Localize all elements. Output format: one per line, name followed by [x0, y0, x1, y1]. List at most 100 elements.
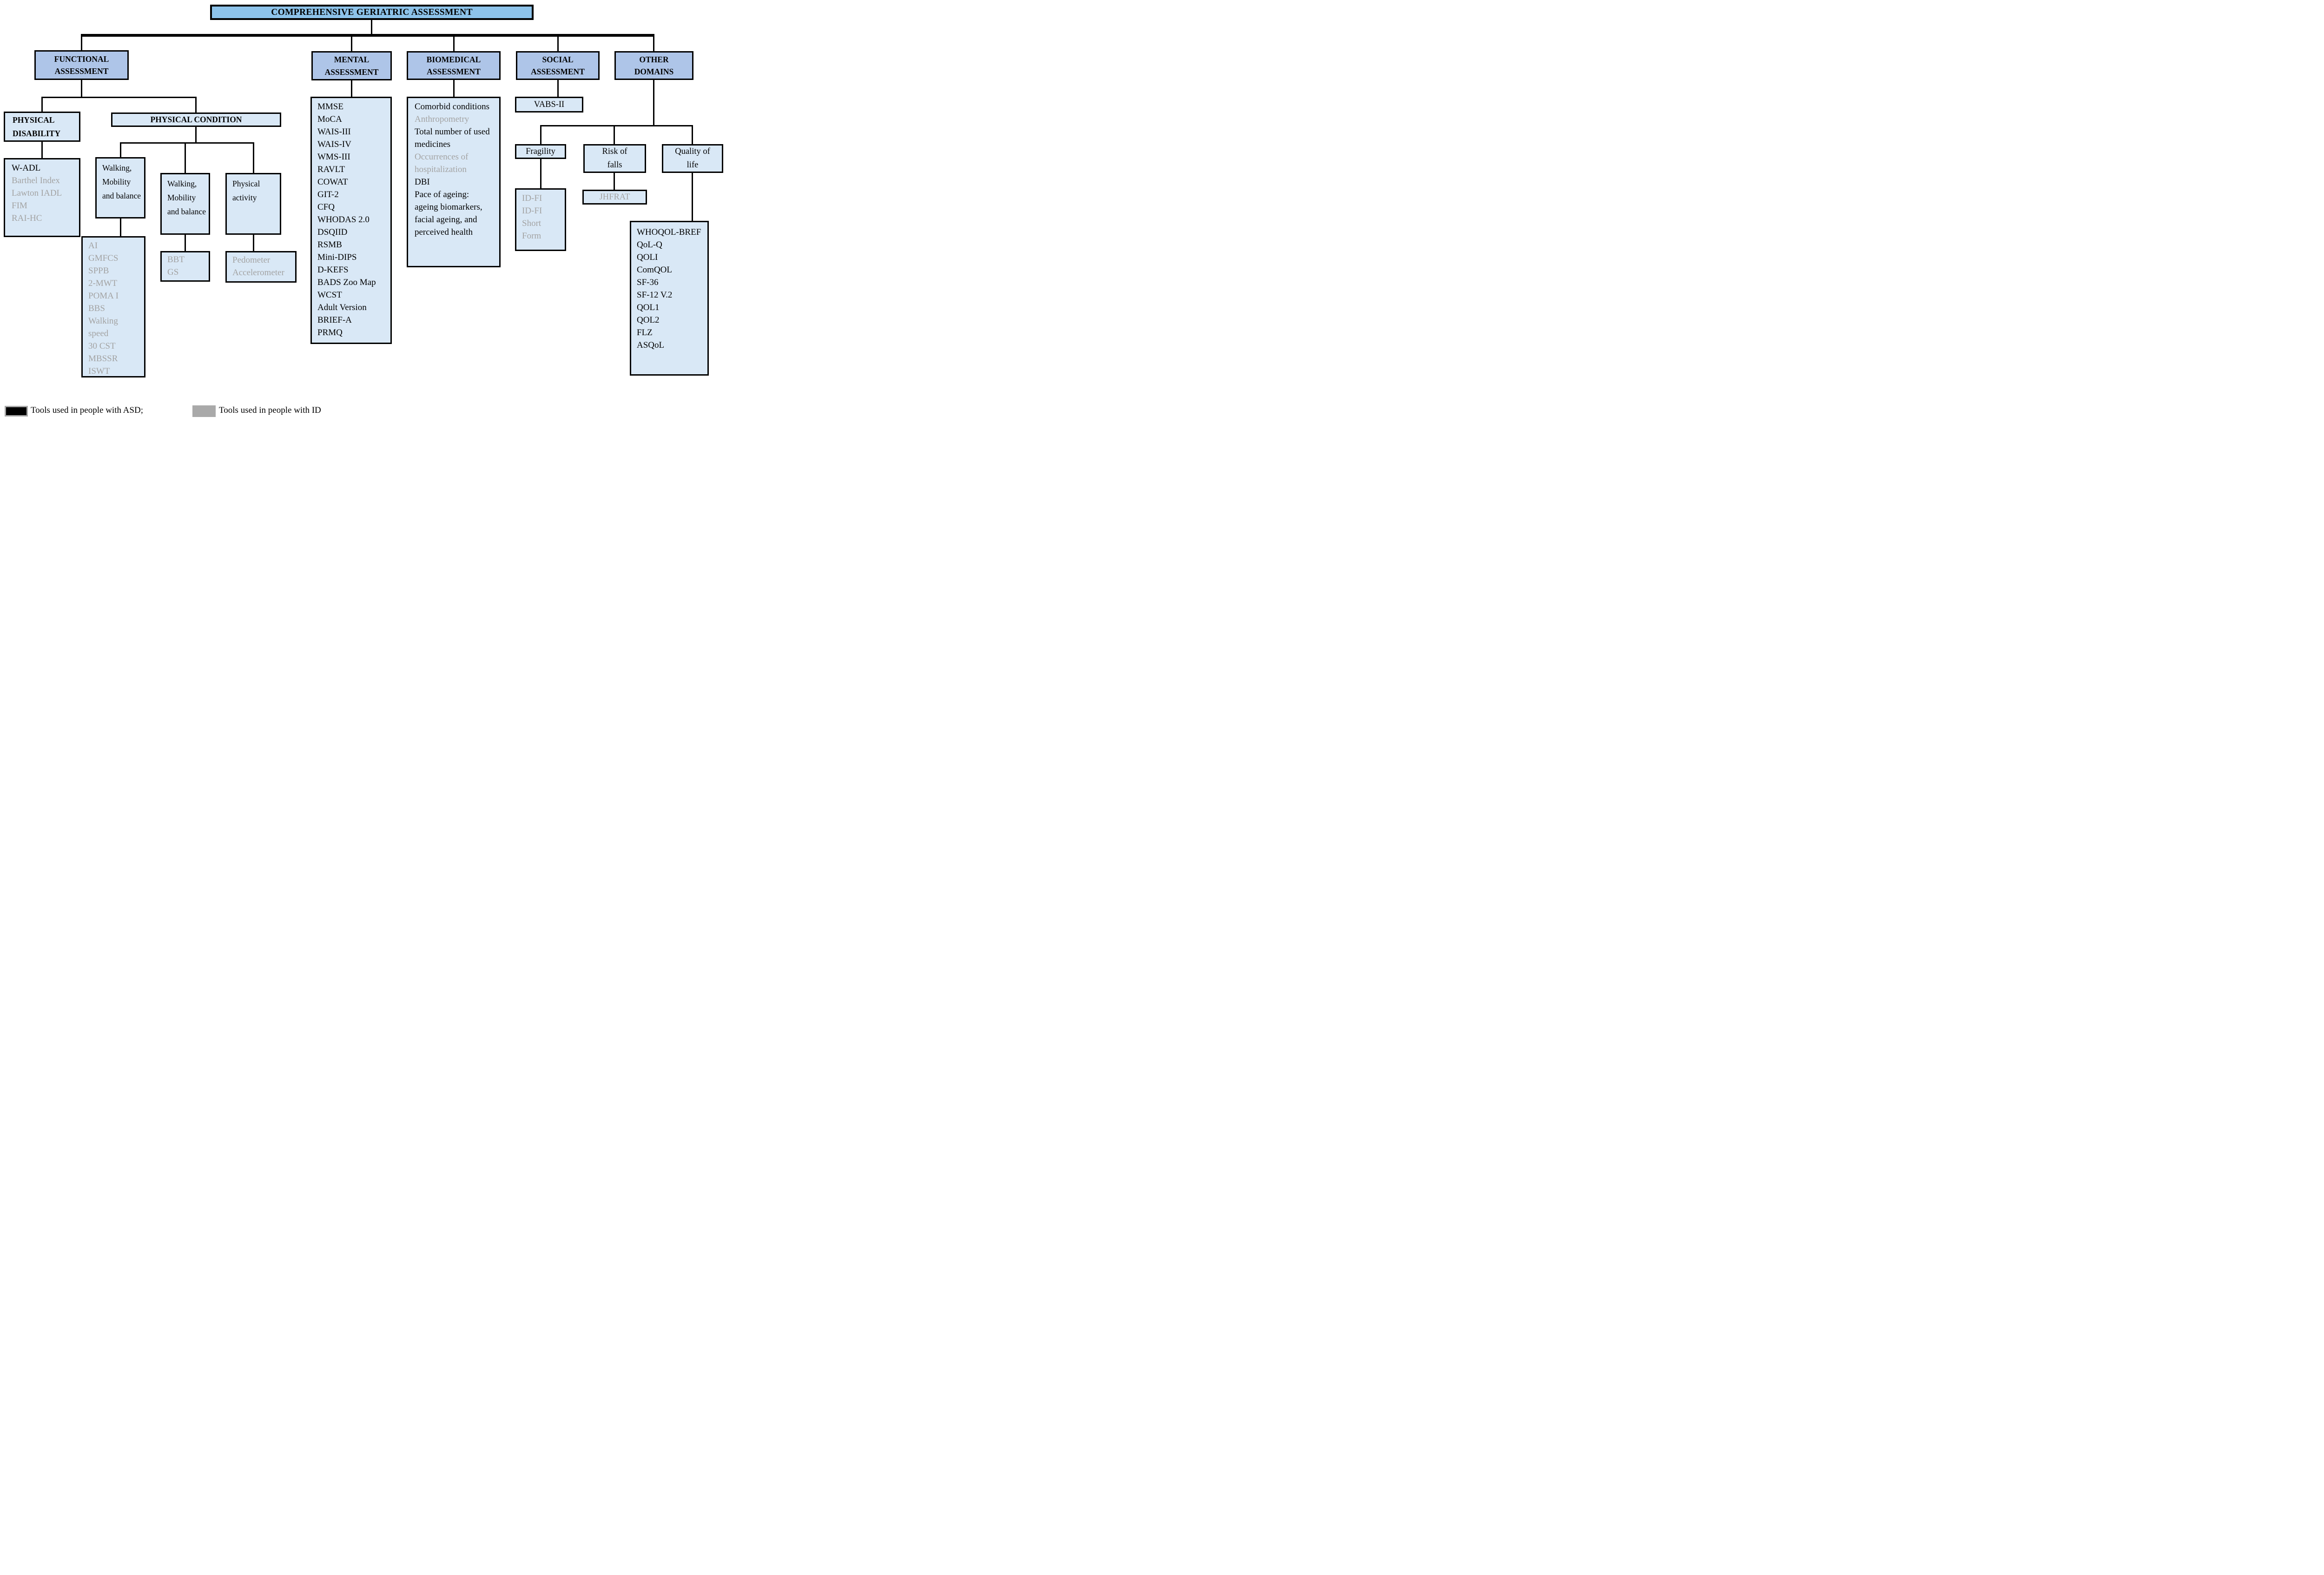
- tool-item: GMFCS: [88, 253, 119, 263]
- tool-item: Mini-DIPS: [317, 252, 357, 262]
- tool-item: WAIS-IV: [317, 139, 351, 149]
- tool-item: WAIS-III: [317, 127, 351, 137]
- node-risk-of-falls: Risk of falls: [583, 144, 646, 173]
- connector-line: [185, 235, 186, 251]
- tool-item: WCST: [317, 290, 342, 300]
- connector-line: [371, 20, 372, 34]
- connector-line: [81, 80, 82, 97]
- tool-item: ASQoL: [637, 340, 665, 350]
- tool-item: AI: [88, 241, 98, 251]
- node-walking-mobility-balance-2: Walking, Mobility and balance: [160, 173, 210, 235]
- cga-flowchart: COMPREHENSIVE GERIATRIC ASSESSMENT FUNCT…: [0, 0, 729, 419]
- tool-item: QOL2: [637, 315, 660, 325]
- tool-item: Adult Version: [317, 303, 367, 312]
- tool-item: FLZ: [637, 328, 653, 338]
- tool-item: BADS Zoo Map: [317, 278, 376, 287]
- tool-item: ComQOL: [637, 265, 672, 275]
- tool-item: DSQIID: [317, 227, 348, 237]
- tool-item: POMA I: [88, 291, 119, 301]
- connector-line: [614, 173, 615, 190]
- tool-item: Pedometer: [232, 255, 271, 265]
- legend-label-asd: Tools used in people with ASD;: [31, 405, 143, 415]
- connector-line: [557, 80, 559, 97]
- tool-item: RAI-HC: [12, 213, 42, 223]
- connector-line: [41, 97, 43, 112]
- tool-item: GIT-2: [317, 190, 339, 199]
- connector-line: [692, 125, 693, 144]
- tool-item: Accelerometer: [232, 268, 284, 278]
- tool-item: SF-36: [637, 278, 659, 287]
- tool-item: RAVLT: [317, 165, 345, 174]
- connector-line: [540, 159, 541, 188]
- legend-label-id: Tools used in people with ID: [219, 405, 321, 415]
- tool-item: WHODAS 2.0: [317, 215, 370, 225]
- tool-item: DBI: [415, 177, 430, 187]
- panel-walking-balance-tools-2: BBT GS: [160, 251, 210, 282]
- tool-item: COWAT: [317, 177, 348, 187]
- tool-item: BRIEF-A: [317, 315, 352, 325]
- tool-item: Pace of ageing: ageing biomarkers, facia…: [415, 190, 482, 237]
- node-biomedical-assessment: BIOMEDICAL ASSESSMENT: [407, 51, 501, 80]
- tool-item: Occurrences of hospitalization: [415, 152, 469, 174]
- connector-line: [185, 142, 186, 173]
- tool-item: Barthel Index: [12, 176, 60, 185]
- tool-item: SF-12 V.2: [637, 290, 673, 300]
- tool-item: QoL-Q: [637, 240, 662, 250]
- tool-item: MMSE: [317, 102, 343, 112]
- tool-item: MBSSR: [88, 354, 118, 364]
- connector-line: [453, 80, 455, 97]
- tool-item: BBT: [167, 255, 185, 265]
- node-jhfrat: JHFRAT: [582, 190, 647, 205]
- tool-item: CFQ: [317, 202, 335, 212]
- tool-item: GS: [167, 267, 179, 277]
- node-fragility: Fragility: [515, 144, 566, 159]
- node-mental-assessment: MENTAL ASSESSMENT: [311, 51, 392, 80]
- connector-line: [557, 37, 559, 52]
- tool-item: SPPB: [88, 266, 109, 276]
- tool-item: ISWT: [88, 366, 110, 376]
- node-other-domains: OTHER DOMAINS: [614, 51, 693, 80]
- tool-item: PRMQ: [317, 328, 343, 338]
- tool-item: FIM: [12, 201, 27, 211]
- connector-line: [120, 142, 254, 144]
- node-walking-mobility-balance-1: Walking, Mobility and balance: [95, 157, 145, 218]
- node-functional-assessment: FUNCTIONAL ASSESSMENT: [34, 50, 129, 80]
- tool-item: ID-FI: [522, 193, 542, 203]
- connector-line: [540, 125, 693, 126]
- connector-line: [540, 125, 541, 144]
- connector-line: [120, 142, 121, 157]
- connector-line: [453, 37, 455, 52]
- node-vabs-ii: VABS-II: [515, 97, 583, 112]
- tool-item: WHOQOL-BREF: [637, 227, 701, 237]
- tool-item: Comorbid conditions: [415, 102, 489, 112]
- connector-line: [195, 97, 197, 112]
- connector-line: [41, 142, 43, 158]
- title-comprehensive-geriatric-assessment: COMPREHENSIVE GERIATRIC ASSESSMENT: [210, 5, 534, 20]
- legend-swatch-id: [192, 405, 216, 417]
- tool-item: BBS: [88, 304, 105, 313]
- connector-line: [653, 80, 654, 125]
- connector-line: [81, 34, 654, 37]
- node-physical-activity: Physical activity: [225, 173, 281, 235]
- tool-item: QOLI: [637, 252, 658, 262]
- connector-line: [41, 97, 197, 98]
- tool-item: D-KEFS: [317, 265, 349, 275]
- tool-item: 30 CST: [88, 341, 116, 351]
- connector-line: [653, 37, 654, 52]
- connector-line: [614, 125, 615, 144]
- tool-item: MoCA: [317, 114, 342, 124]
- connector-line: [692, 173, 693, 221]
- connector-line: [253, 142, 254, 173]
- node-quality-of-life: Quality of life: [662, 144, 723, 173]
- node-physical-condition: PHYSICAL CONDITION: [111, 112, 281, 127]
- tool-item: Lawton IADL: [12, 188, 62, 198]
- connector-line: [351, 37, 352, 52]
- tool-item: 2-MWT: [88, 278, 118, 288]
- tool-item: ID-FI Short Form: [522, 206, 542, 241]
